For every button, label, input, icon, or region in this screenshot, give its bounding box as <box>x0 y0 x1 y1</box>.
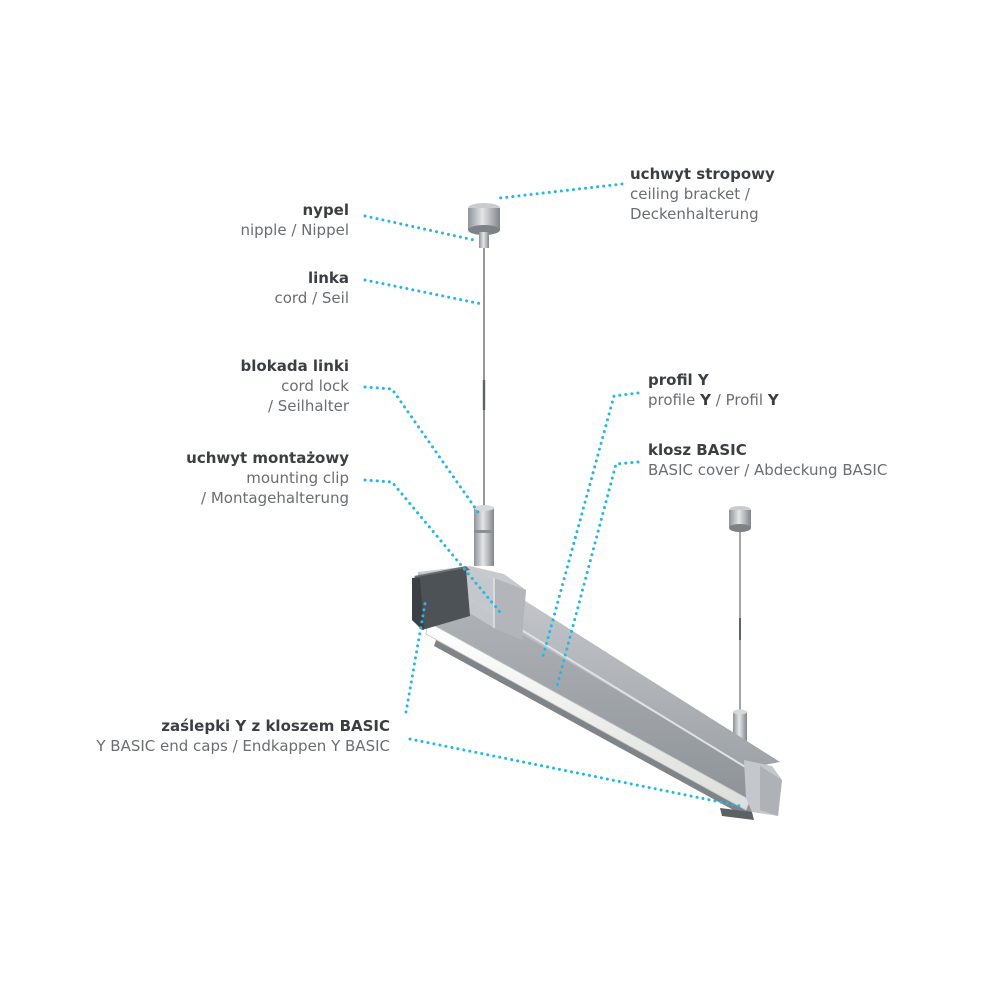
leader-profile <box>540 391 640 662</box>
label-profile-en-de: profile Y / Profil Y <box>648 391 779 409</box>
label-cord-en-de: cord / Seil <box>274 289 349 307</box>
label-ceiling-bracket-en: ceiling bracket / <box>630 185 750 203</box>
label-end-caps-title: zaślepki Y z kloszem BASIC <box>161 717 390 735</box>
label-ceiling-bracket-title: uchwyt stropowy <box>630 165 775 183</box>
label-mounting-clip-en: mounting clip <box>246 469 349 487</box>
leader-lines <box>363 182 742 808</box>
label-cover-title: klosz BASIC <box>648 441 747 459</box>
label-cover: klosz BASIC BASIC cover / Abdeckung BASI… <box>648 440 887 480</box>
nipple-left <box>479 232 489 248</box>
leader-cord-lock <box>363 385 480 514</box>
label-end-caps-en-de: Y BASIC end caps / Endkappen Y BASIC <box>96 737 390 755</box>
label-cord-lock: blokada linki cord lock / Seilhalter <box>241 356 349 416</box>
label-cord-lock-title: blokada linki <box>240 357 349 375</box>
label-mounting-clip-title: uchwyt montażowy <box>186 449 349 467</box>
label-cord-lock-de: / Seilhalter <box>267 397 349 415</box>
mounting-clip-left <box>468 566 526 640</box>
leader-cover <box>554 460 640 692</box>
label-nipple-title: nypel <box>302 201 349 219</box>
label-ceiling-bracket-de: Deckenhalterung <box>630 205 759 223</box>
label-cord-title: linka <box>307 269 349 287</box>
label-cord-lock-en: cord lock <box>281 377 349 395</box>
label-nipple-en-de: nipple / Nippel <box>240 221 349 239</box>
leader-nipple <box>363 214 476 242</box>
label-mounting-clip: uchwyt montażowy mounting clip / Montage… <box>186 448 349 508</box>
end-cap-left <box>412 566 470 630</box>
label-cover-en-de: BASIC cover / Abdeckung BASIC <box>648 461 888 479</box>
ceiling-bracket-left <box>468 203 500 235</box>
label-profile: profil Y profile Y / Profil Y <box>648 370 779 410</box>
leader-cord <box>363 278 484 306</box>
label-ceiling-bracket: uchwyt stropowy ceiling bracket / Decken… <box>630 164 775 224</box>
end-cap-right <box>720 808 754 820</box>
label-profile-title: profil Y <box>648 371 709 389</box>
leader-ceiling-bracket <box>498 182 624 200</box>
leader-end-caps-left <box>404 596 428 714</box>
label-mounting-clip-de: / Montagehalterung <box>201 489 349 507</box>
label-end-caps: zaślepki Y z kloszem BASIC Y BASIC end c… <box>96 716 390 756</box>
mounting-clip-right <box>744 760 782 816</box>
ceiling-bracket-right <box>729 506 751 532</box>
label-cord: linka cord / Seil <box>274 268 349 308</box>
cord-lock-left <box>474 505 494 566</box>
basic-cover-diffuser <box>425 621 751 811</box>
leader-end-caps-right <box>408 737 742 808</box>
leader-mounting-clip <box>363 478 502 614</box>
label-nipple: nypel nipple / Nippel <box>240 200 349 240</box>
